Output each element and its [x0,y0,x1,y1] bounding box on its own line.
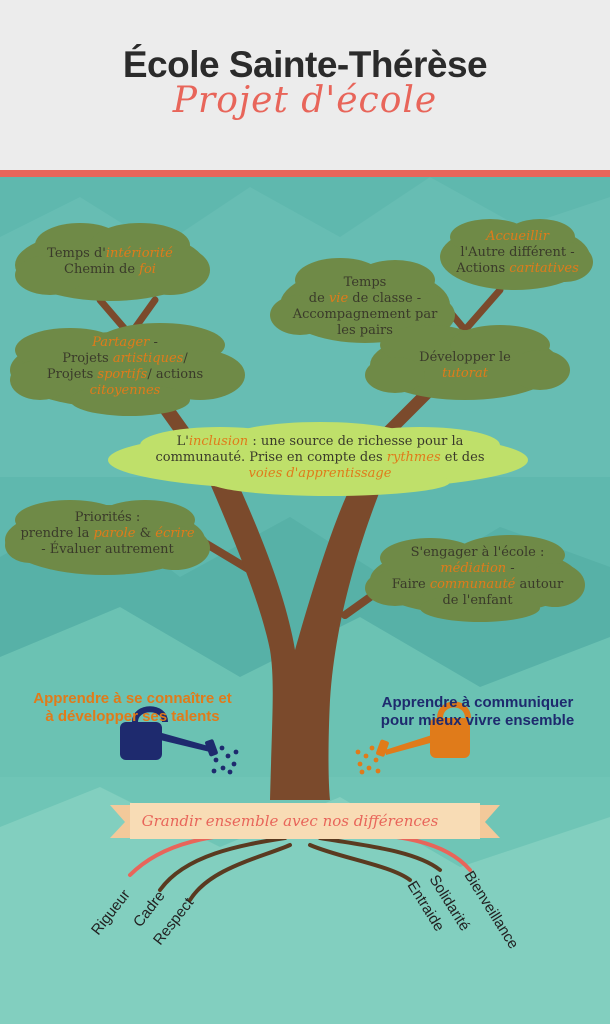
cloud-interiorite [15,223,210,301]
right-message: Apprendre à communiquer pour mieux vivre… [380,694,575,729]
watering-can-blue-icon [120,706,239,775]
cloud-accueillir-text: Accueillir l'Autre différent - Actions c… [456,229,579,276]
cloud-partager [10,323,245,416]
ribbon-banner [110,803,500,839]
header-background [0,0,610,170]
foliage-clouds [5,219,593,622]
cloud-priorites-text: Priorités : prendre la parole & écrire -… [20,510,195,557]
left-message: Apprendre à se connaître et à développer… [33,690,232,725]
banner-text: Grandir ensemble avec nos différences [141,812,439,830]
cloud-accueillir [440,219,593,290]
cloud-vie-classe [270,258,455,343]
cloud-tutorat-text: Développer le tutorat [419,350,511,381]
cloud-inclusion [108,422,528,496]
cloud-engager [365,535,585,622]
cloud-engager-text: S'engager à l'école : médiation - Faire … [391,545,564,608]
cloud-tutorat [365,325,570,400]
watering-can-orange-icon [355,701,471,775]
cloud-partager-text: Partager - Projets artistiques/ Projets … [46,335,204,398]
cloud-vie-classe-text: Temps de vie de classe - Accompagnement … [292,275,438,338]
header-accent-bar [0,170,610,177]
cloud-interiorite-text: Temps d'intériorité Chemin de foi [47,246,173,277]
cloud-inclusion-text: L'inclusion : une source de richesse pou… [155,434,485,481]
tree-trunk [200,455,385,800]
page-subtitle: Projet d'école [172,80,438,121]
page-title: École Sainte-Thérèse [122,44,488,85]
cloud-priorites [5,500,210,575]
